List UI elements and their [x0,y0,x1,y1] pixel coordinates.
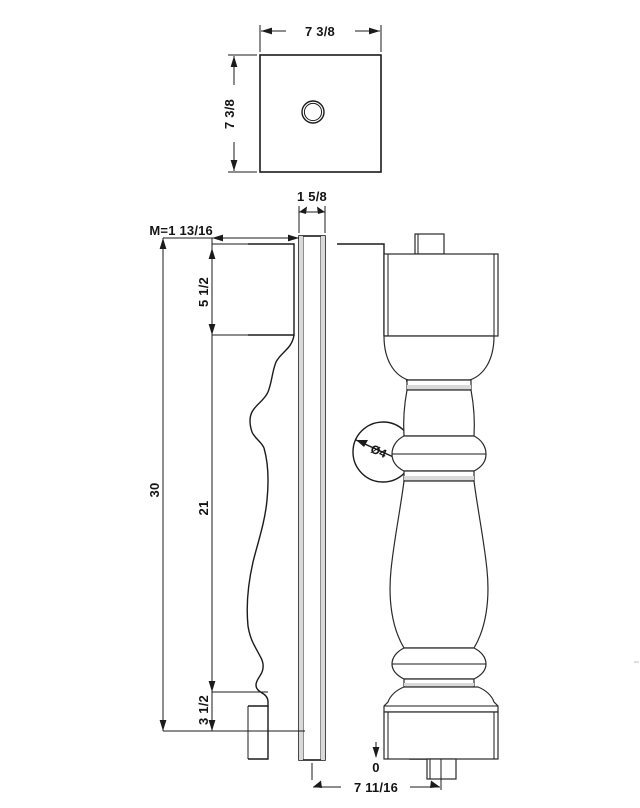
arrow-strip-right-icon [317,206,325,214]
arrow-overall-up-icon [159,238,167,249]
arrow-up-icon [230,56,238,67]
baluster-top-square [383,253,499,337]
base-square-dimension: 3 1/2 [196,692,216,731]
top-square-dimension: 5 1/2 [196,243,272,336]
center-strip-group [298,235,326,780]
bottom-width-dimension: 7 11/16 [311,762,442,795]
arrow-basesq-down-icon [208,720,216,731]
plan-width-label: 7 3/8 [305,24,335,39]
baluster-vase-body [389,480,489,649]
left-profile-group [246,243,295,760]
top-square-height-label: 5 1/2 [196,277,211,307]
center-strip-shade-left [299,236,303,760]
left-lower-rings [255,655,269,703]
baluster-upper-cove [383,335,495,381]
baluster-base-square [383,711,499,760]
center-strip-shade-right [321,236,325,760]
diameter-label: Ø4 [368,442,389,461]
arrow-left-icon [261,27,272,35]
arrow-datum-icon [372,747,380,758]
left-base-square [248,706,269,760]
baluster-fillet-2-shade [404,476,474,480]
overall-height-dimension: 30 [147,237,305,732]
plan-center-hole-icon [301,100,325,124]
arrow-overall-down-icon [159,720,167,731]
top-dowel [414,233,445,255]
arrow-diam-left-icon [356,440,368,447]
bottom-width-label: 7 11/16 [354,780,398,795]
plan-view-group: 7 3/8 7 3/8 [222,24,382,173]
baluster-neck [403,389,475,437]
arrow-right-icon [369,27,380,35]
overall-height-label: 30 [147,483,162,498]
arrow-bottom-right-icon [430,780,440,788]
plan-square-outline [259,54,382,173]
left-top-square [248,243,295,336]
plan-center-hole-inner-icon [303,102,323,122]
arrow-bottom-left-icon [313,780,322,788]
arrow-offset-left-icon [212,234,223,242]
strip-width-dimension: 1 5/8 [297,189,327,233]
baluster-lower-fillet-shade [404,683,474,686]
strip-width-label: 1 5/8 [297,189,327,204]
left-upper-cove [249,334,295,449]
rendered-baluster-group [383,233,499,790]
arrow-mid-down-icon [208,681,216,692]
arrow-strip-left-icon [299,206,307,214]
baluster-base-ogee [383,686,499,713]
offset-dimension: M=1 13/16 [149,223,299,242]
arrow-down-icon [230,160,238,171]
left-vase-profile [246,447,269,657]
datum-dimension: 0 [372,742,380,775]
datum-label: 0 [372,760,379,775]
offset-label: M=1 13/16 [149,223,213,238]
right-top-square [337,243,385,335]
baluster-fillet-1-shade [407,385,471,389]
base-square-height-label: 3 1/2 [196,695,211,725]
mid-height-dimension: 21 [196,238,268,693]
arrow-offset-right-icon [288,234,299,242]
left-base-shoulder [248,702,269,707]
plan-height-label: 7 3/8 [222,99,237,129]
mid-height-label: 21 [196,501,211,516]
